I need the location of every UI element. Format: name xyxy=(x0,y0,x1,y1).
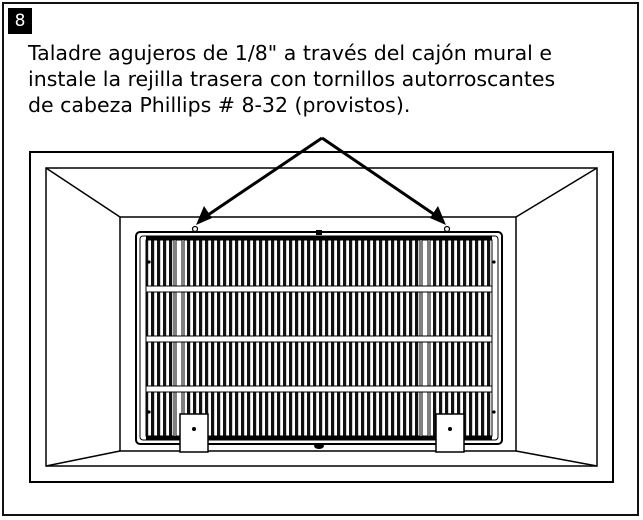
wall-sleeve-inner-frame xyxy=(45,167,598,467)
instruction-text: Taladre agujeros de 1/8" a través del ca… xyxy=(28,41,556,117)
mounting-brackets xyxy=(179,413,465,453)
drill-hole-arrows xyxy=(196,136,446,225)
sleeve-back-opening xyxy=(119,216,517,452)
sleeve-perspective-lines xyxy=(45,167,598,467)
drill-holes xyxy=(191,225,451,233)
step-number-badge: 8 xyxy=(8,8,32,34)
rear-grille xyxy=(135,230,503,449)
wall-sleeve-outer-frame xyxy=(29,151,614,483)
